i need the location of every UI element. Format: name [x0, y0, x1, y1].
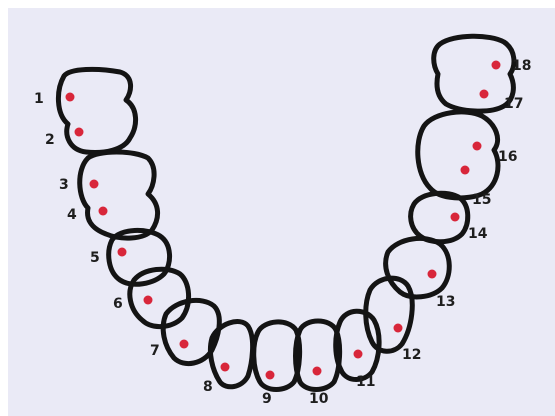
marker-point-3	[90, 180, 99, 189]
marker-label-4: 4	[67, 207, 77, 223]
marker-label-8: 8	[203, 379, 213, 395]
marker-label-1: 1	[34, 91, 44, 107]
marker-label-7: 7	[150, 343, 160, 359]
marker-point-17	[480, 90, 489, 99]
marker-label-15: 15	[472, 192, 491, 208]
marker-label-2: 2	[45, 132, 55, 148]
tooth-left-central-incisor	[254, 322, 300, 390]
tooth-right-premolar-1	[386, 238, 450, 296]
tooth-right-central-incisor	[296, 321, 340, 390]
marker-point-9	[266, 371, 275, 380]
marker-point-8	[221, 363, 230, 372]
marker-label-18: 18	[512, 58, 531, 74]
marker-point-13	[428, 270, 437, 279]
tooth-left-lateral-incisor	[210, 322, 252, 387]
marker-point-4	[99, 207, 108, 216]
marker-label-14: 14	[468, 226, 488, 242]
tooth-right-molar-1	[434, 36, 514, 111]
marker-label-11: 11	[356, 374, 375, 390]
marker-point-10	[313, 367, 322, 376]
marker-point-2	[75, 128, 84, 137]
marker-label-3: 3	[59, 177, 69, 193]
marker-point-14	[451, 213, 460, 222]
marker-label-13: 13	[436, 294, 455, 310]
marker-label-6: 6	[113, 296, 123, 312]
tooth-right-molar-2	[418, 112, 498, 198]
marker-label-5: 5	[90, 250, 100, 266]
marker-point-12	[394, 324, 403, 333]
marker-label-16: 16	[498, 149, 517, 165]
marker-point-18	[492, 61, 501, 70]
marker-label-17: 17	[504, 96, 523, 112]
marker-point-1	[66, 93, 75, 102]
tooth-left-molar-1	[58, 69, 135, 152]
marker-point-16	[473, 142, 482, 151]
marker-label-12: 12	[402, 347, 421, 363]
teeth-outlines	[58, 36, 514, 389]
marker-point-6	[144, 296, 153, 305]
marker-point-7	[180, 340, 189, 349]
marker-point-15	[461, 166, 470, 175]
tooth-left-molar-2	[80, 152, 158, 238]
marker-point-5	[118, 248, 127, 257]
marker-label-10: 10	[309, 391, 329, 407]
marker-label-9: 9	[262, 391, 272, 407]
marker-point-11	[354, 350, 363, 359]
